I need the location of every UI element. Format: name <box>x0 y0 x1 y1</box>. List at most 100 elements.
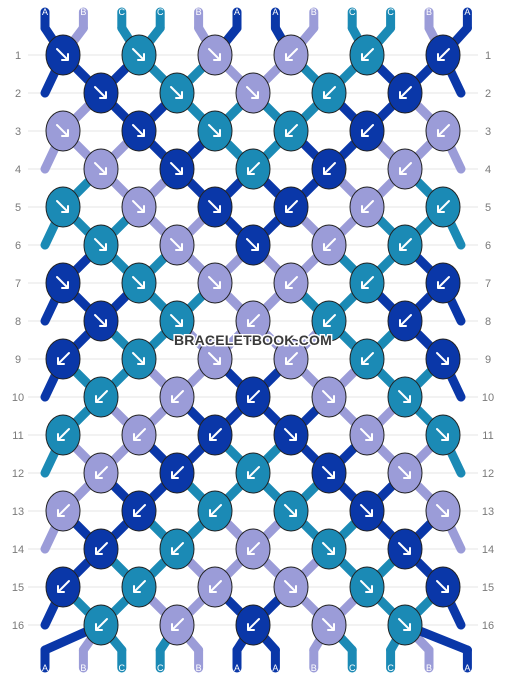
strand-label-bottom: B <box>426 663 432 673</box>
knot <box>349 186 385 228</box>
knot <box>83 72 119 114</box>
knot <box>425 262 461 304</box>
arrow-down-left-icon <box>95 618 108 631</box>
arrow-down-left-icon <box>437 200 450 213</box>
arrow-down-right-icon <box>436 352 449 365</box>
knot <box>45 186 81 228</box>
knot <box>273 34 309 76</box>
knot <box>349 338 385 380</box>
knot <box>349 414 385 456</box>
arrow-down-right-icon <box>360 428 373 441</box>
arrow-down-right-icon <box>94 86 107 99</box>
arrow-down-right-icon <box>170 314 183 327</box>
strand-label-bottom: A <box>464 663 470 673</box>
knot <box>235 452 271 494</box>
row-label-left: 5 <box>15 202 21 214</box>
knot <box>425 110 461 152</box>
knot <box>45 110 81 152</box>
knot <box>235 224 271 266</box>
arrow-down-left-icon <box>399 238 412 251</box>
arrow-down-right-icon <box>56 200 69 213</box>
knot <box>235 72 271 114</box>
row-label-left: 7 <box>15 278 21 290</box>
knot <box>197 110 233 152</box>
arrow-down-left-icon <box>247 390 260 403</box>
knot <box>83 452 119 494</box>
knot <box>159 72 195 114</box>
arrow-down-left-icon <box>399 162 412 175</box>
arrow-down-right-icon <box>94 314 107 327</box>
arrow-down-left-icon <box>133 580 146 593</box>
arrow-down-right-icon <box>170 86 183 99</box>
knot <box>121 34 157 76</box>
strand-label-bottom: C <box>157 663 164 673</box>
knot <box>273 566 309 608</box>
knot-grid <box>45 34 461 646</box>
row-label-left: 9 <box>15 354 21 366</box>
arrow-down-left-icon <box>399 86 412 99</box>
strand-label-top: A <box>234 7 240 17</box>
row-label-right: 14 <box>482 544 494 556</box>
knot <box>349 34 385 76</box>
knot <box>45 34 81 76</box>
arrow-down-right-icon <box>208 352 221 365</box>
strand-label-bottom: C <box>349 663 356 673</box>
arrow-down-right-icon <box>208 124 221 137</box>
arrow-down-right-icon <box>246 86 259 99</box>
knot <box>425 34 461 76</box>
arrow-down-right-icon <box>208 276 221 289</box>
row-label-left: 10 <box>12 392 24 404</box>
arrow-down-right-icon <box>208 200 221 213</box>
strand-label-bottom: A <box>42 663 48 673</box>
knot <box>197 566 233 608</box>
row-label-left: 4 <box>15 164 21 176</box>
arrow-down-left-icon <box>209 580 222 593</box>
knot <box>235 148 271 190</box>
strand-label-bottom: C <box>119 663 126 673</box>
knot <box>387 148 423 190</box>
arrow-down-left-icon <box>361 200 374 213</box>
knot <box>83 148 119 190</box>
strand-label-bottom: B <box>196 663 202 673</box>
row-label-right: 8 <box>485 316 491 328</box>
arrow-down-right-icon <box>284 580 297 593</box>
strand-label-top: B <box>311 7 317 17</box>
arrow-down-left-icon <box>171 618 184 631</box>
row-label-left: 12 <box>12 468 24 480</box>
row-label-right: 3 <box>485 126 491 138</box>
arrow-down-right-icon <box>398 542 411 555</box>
arrow-down-left-icon <box>247 466 260 479</box>
arrow-down-right-icon <box>94 162 107 175</box>
arrow-down-right-icon <box>170 162 183 175</box>
row-label-right: 12 <box>482 468 494 480</box>
strand-label-top: A <box>272 7 278 17</box>
row-label-right: 1 <box>485 50 491 62</box>
arrow-down-left-icon <box>323 86 336 99</box>
row-label-right: 2 <box>485 88 491 100</box>
row-label-left: 1 <box>15 50 21 62</box>
knot <box>159 148 195 190</box>
knot <box>311 148 347 190</box>
arrow-down-left-icon <box>399 314 412 327</box>
row-label-left: 6 <box>15 240 21 252</box>
strand-label-top: B <box>196 7 202 17</box>
arrow-down-left-icon <box>209 428 222 441</box>
arrow-down-right-icon <box>132 276 145 289</box>
strand-label-bottom: A <box>272 663 278 673</box>
knot <box>387 452 423 494</box>
knot <box>121 414 157 456</box>
arrow-down-left-icon <box>57 352 70 365</box>
arrow-down-left-icon <box>247 542 260 555</box>
watermark-text: BRACELETBOOK.COM <box>174 332 332 348</box>
knot <box>425 186 461 228</box>
arrow-down-right-icon <box>56 124 69 137</box>
arrow-down-left-icon <box>361 124 374 137</box>
knot <box>83 300 119 342</box>
arrow-down-left-icon <box>57 504 70 517</box>
knot <box>387 528 423 570</box>
knot <box>311 452 347 494</box>
knot <box>121 186 157 228</box>
